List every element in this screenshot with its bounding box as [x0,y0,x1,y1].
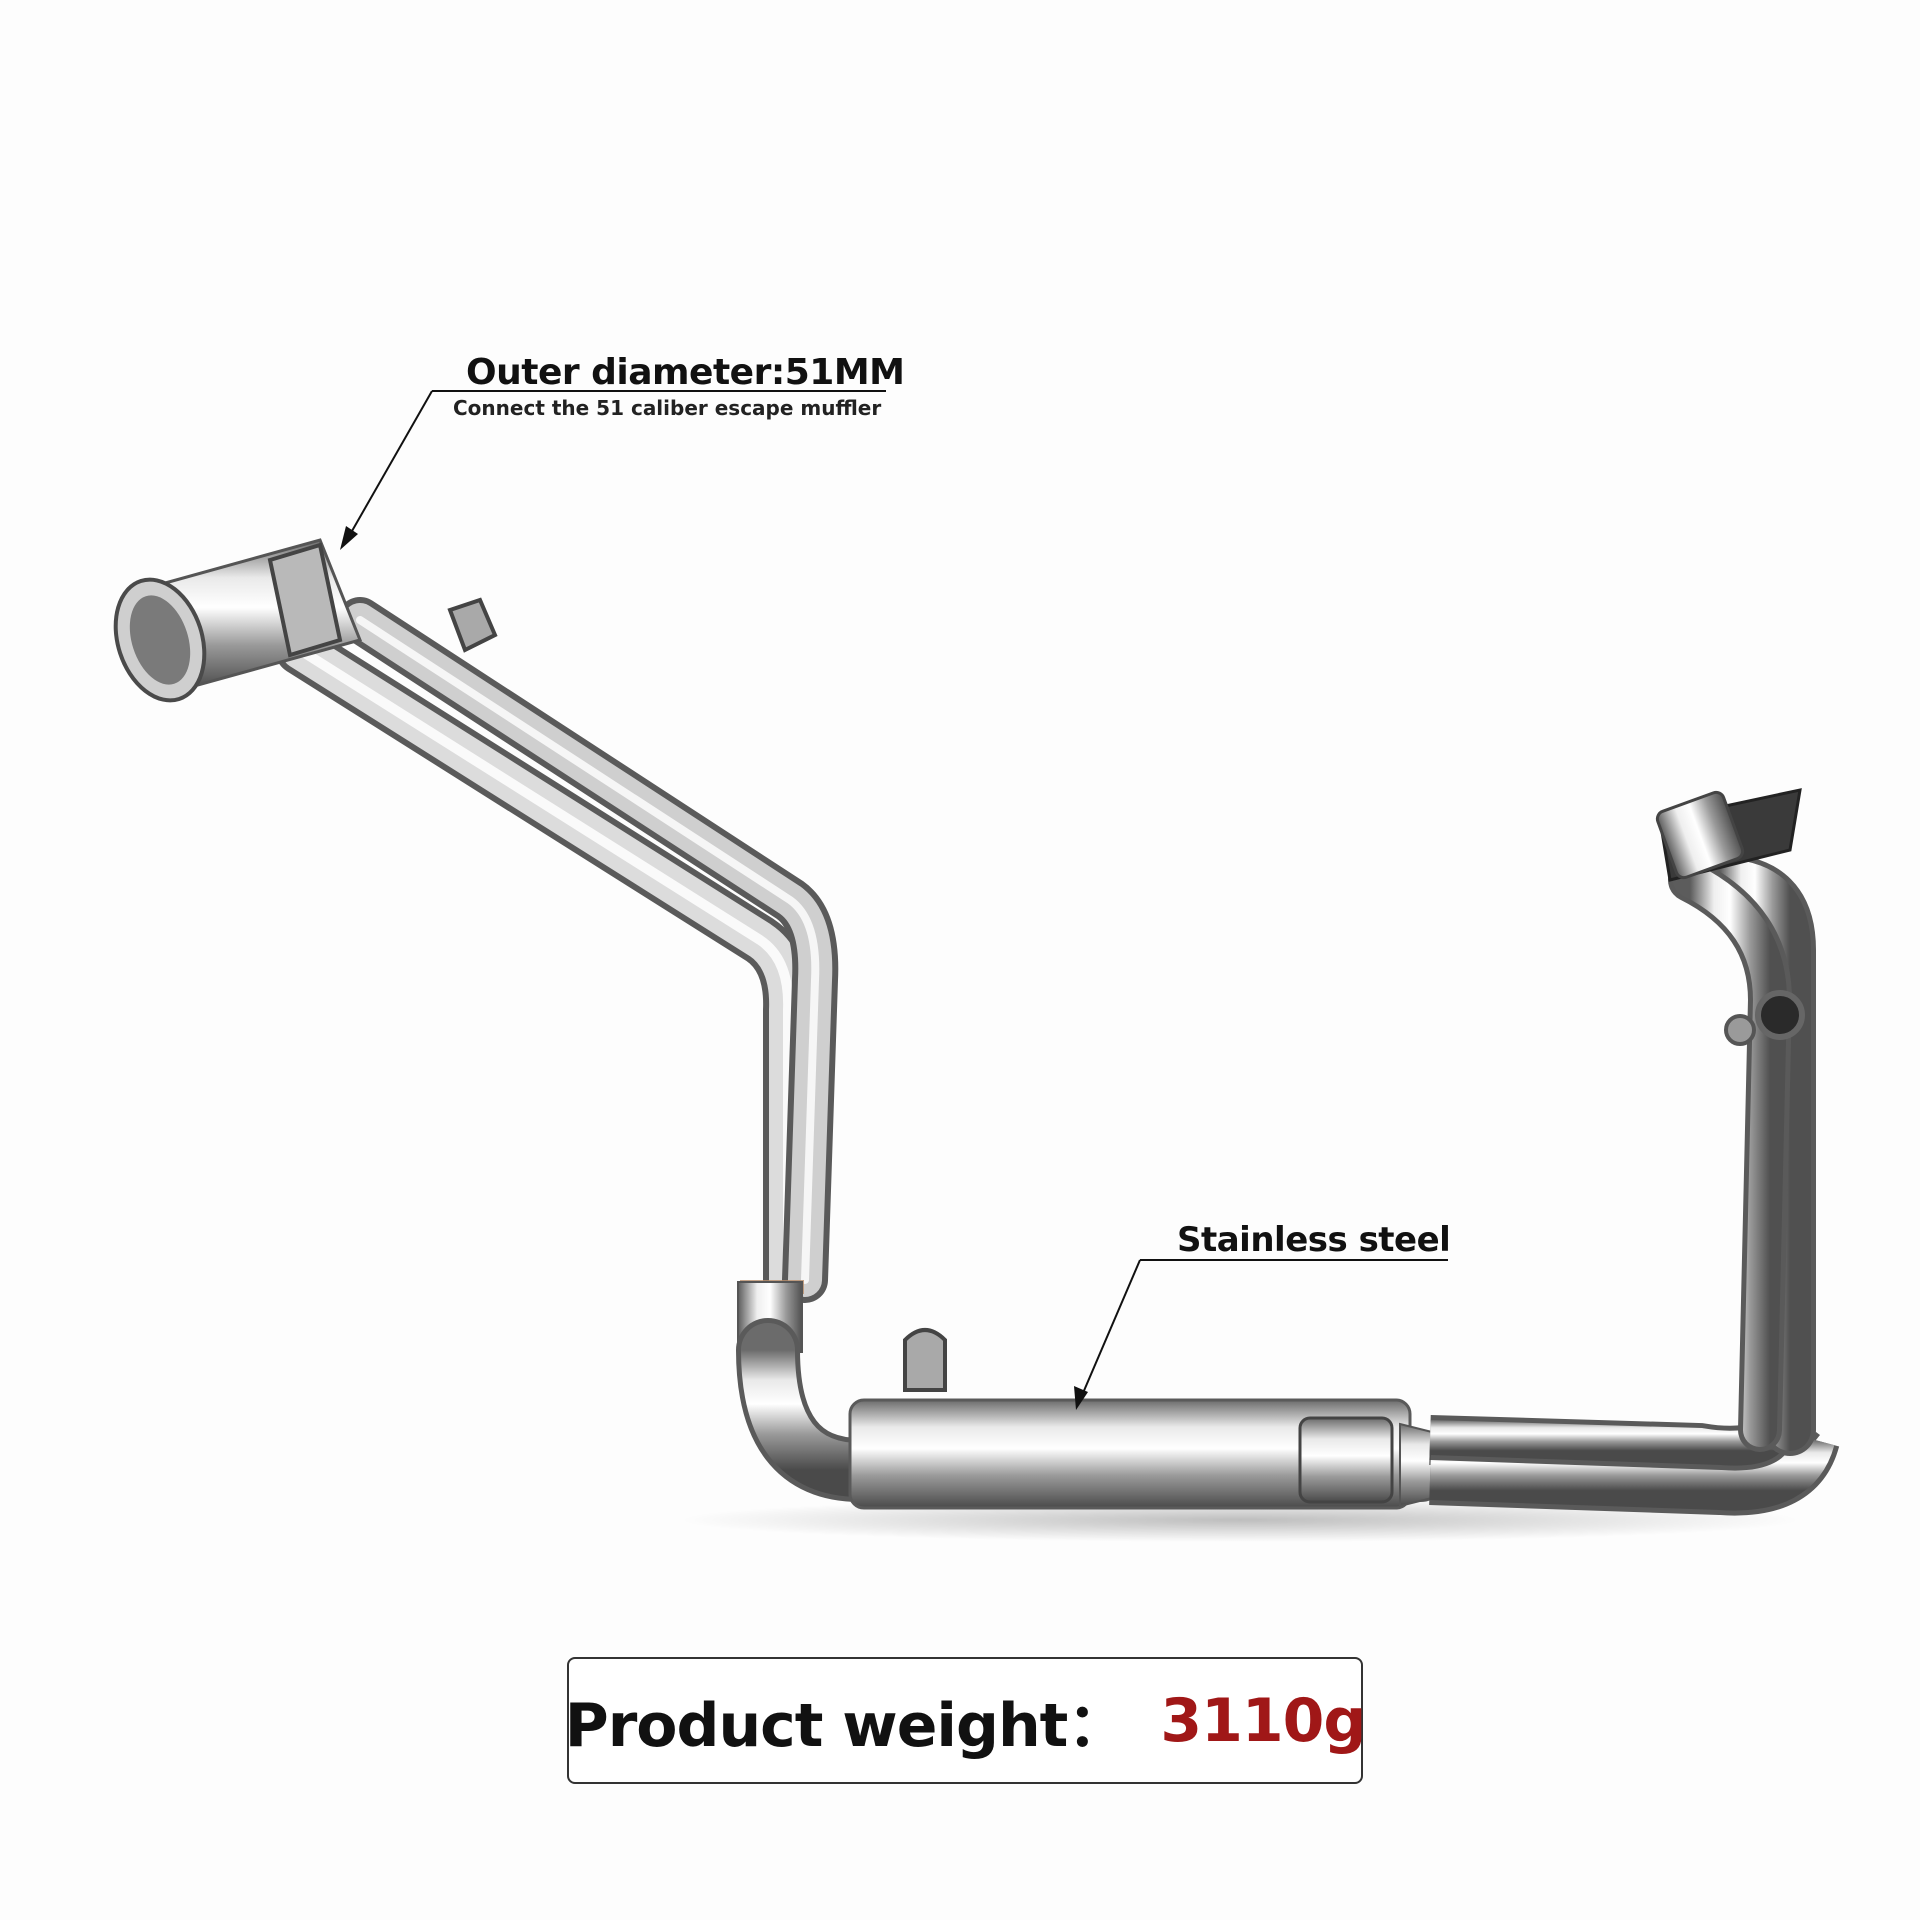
product-weight-label: Product weight： [564,1691,1128,1761]
outer-diameter-leader [347,390,433,539]
right-header-tubes [1668,854,1816,1456]
callout-lines [347,390,1448,1401]
outer-diameter-arrowhead [340,526,358,550]
hanger-tab-lower [903,1328,947,1392]
left-header-tubes [275,597,839,1305]
engine-flange [1655,788,1802,882]
o2-sensor-bung [1755,990,1805,1040]
product-weight-value: 3110g [1160,1685,1366,1756]
o2-sensor-bung-small [1724,1014,1756,1046]
outer-diameter-title: Outer diameter:51MM [466,352,905,393]
stainless-steel-arrowhead [1074,1386,1088,1410]
material-label: Stainless steel [1177,1220,1451,1260]
outer-diameter-note: Connect the 51 caliber escape muffler [453,396,882,420]
product-weight-badge: Product weight： 3110g [564,1657,1366,1784]
stainless-steel-leader [1079,1259,1141,1401]
muffler-bracket [267,542,343,658]
hanger-tab-upper [447,597,498,653]
